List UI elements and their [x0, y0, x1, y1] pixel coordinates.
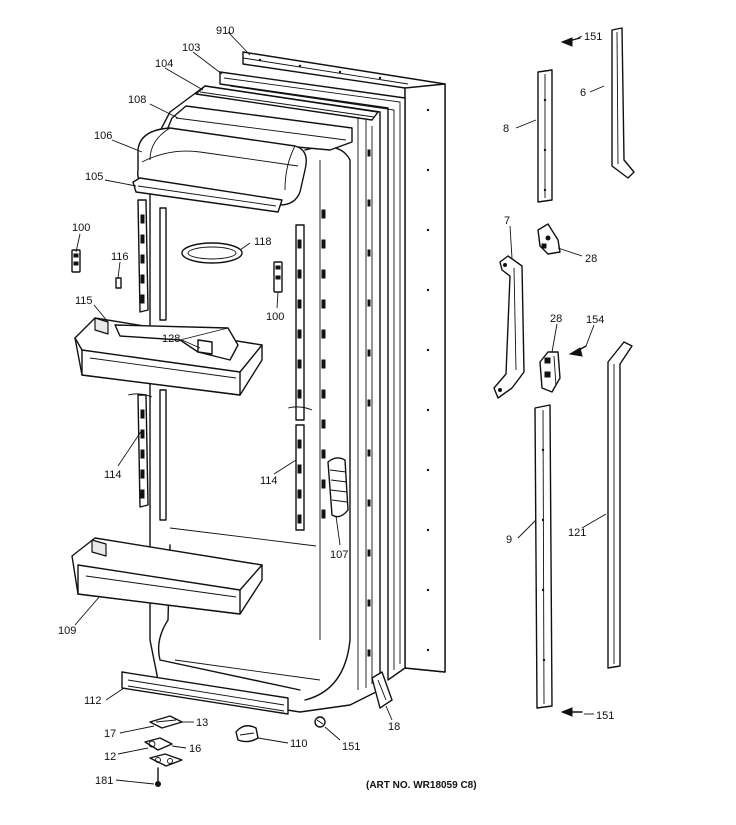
label-103: 103 — [182, 42, 200, 54]
right-shelf-channel-lower — [287, 406, 313, 531]
screw-151-bottom — [560, 707, 583, 717]
label-12: 12 — [104, 751, 116, 763]
handle-mount-upper — [537, 223, 561, 255]
label-121: 121 — [568, 527, 586, 539]
label-100-right: 100 — [266, 311, 284, 323]
screw-151-center — [314, 716, 326, 728]
liner-rail-holes — [367, 149, 371, 657]
label-114-left: 114 — [104, 469, 122, 481]
handle-mount-lower — [539, 351, 561, 393]
shelf-clip-right — [273, 261, 283, 293]
handle-trim-upper — [537, 69, 553, 203]
label-154: 154 — [586, 314, 604, 326]
label-9: 9 — [506, 534, 512, 546]
label-112: 112 — [84, 695, 102, 707]
label-16: 16 — [189, 743, 201, 755]
lower-door-bin — [71, 537, 263, 615]
dairy-base — [132, 177, 283, 213]
right-shelf-channel-upper — [295, 209, 326, 519]
label-116: 116 — [111, 251, 129, 263]
label-28-lower: 28 — [550, 313, 562, 325]
left-shelf-channel-lower — [127, 389, 167, 521]
screw-151-top — [560, 37, 581, 47]
panel-screw-holes — [258, 58, 430, 652]
label-7: 7 — [504, 215, 510, 227]
label-910: 910 — [216, 25, 234, 37]
label-114-right: 114 — [260, 475, 278, 487]
side-trim-lower — [607, 341, 633, 669]
label-18: 18 — [388, 721, 400, 733]
label-28-upper: 28 — [585, 253, 597, 265]
part-labels: 910 103 104 108 106 105 100 116 118 100 … — [58, 25, 614, 791]
label-109: 109 — [58, 625, 76, 637]
label-6: 6 — [580, 87, 586, 99]
label-110: 110 — [290, 738, 308, 750]
label-151-bottom: 151 — [596, 710, 614, 722]
label-105: 105 — [85, 171, 103, 183]
top-rail — [195, 85, 379, 121]
clip-116 — [115, 277, 122, 289]
door-stop-107 — [327, 457, 349, 518]
label-107: 107 — [330, 549, 348, 561]
label-17: 17 — [104, 728, 116, 740]
label-115: 115 — [75, 295, 93, 307]
bin-divider — [114, 324, 239, 361]
shelf-clip-left — [71, 249, 81, 273]
handle-trim-lower — [534, 404, 553, 709]
label-8: 8 — [503, 123, 509, 135]
label-100-left: 100 — [72, 222, 90, 234]
left-shelf-channel-upper — [137, 199, 167, 321]
label-106: 106 — [94, 130, 112, 142]
label-128: 128 — [162, 333, 180, 345]
door-cam-110 — [235, 725, 259, 743]
label-108: 108 — [128, 94, 146, 106]
label-118: 118 — [254, 236, 272, 248]
leader-lines — [74, 31, 607, 785]
hinge-bracket-18 — [371, 671, 393, 709]
bottom-trim — [121, 671, 289, 715]
label-151-center: 151 — [342, 741, 360, 753]
label-151-top: 151 — [584, 31, 602, 43]
label-104: 104 — [155, 58, 173, 70]
art-number-caption: (ART NO. WR18059 C8) — [366, 780, 477, 791]
upper-door-bin — [74, 317, 263, 396]
label-181: 181 — [95, 775, 113, 787]
side-trim-upper — [611, 27, 635, 179]
nameplate — [181, 242, 243, 264]
door-gasket — [219, 71, 406, 681]
screw-154 — [568, 345, 587, 357]
door-handle — [493, 255, 525, 399]
label-13: 13 — [196, 717, 208, 729]
